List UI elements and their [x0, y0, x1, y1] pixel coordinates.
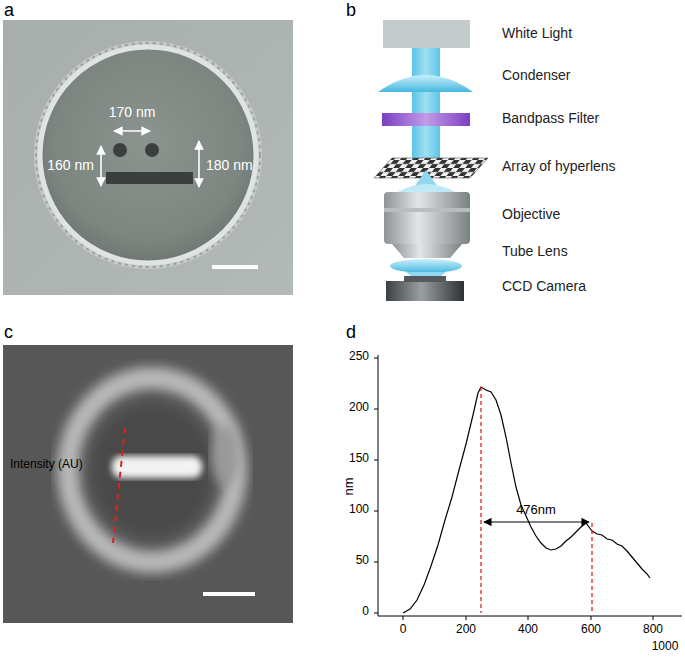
axis-tick: 100: [349, 503, 369, 517]
sem-image: [3, 20, 293, 295]
optical-setup: [374, 20, 488, 301]
distance-label: 476nm: [516, 503, 556, 518]
component-label: White Light: [502, 25, 572, 41]
axis-title: 1000: [652, 640, 679, 654]
component-label: Tube Lens: [502, 243, 568, 259]
label: Intensity (AU): [10, 458, 83, 472]
axis-tick: 400: [518, 623, 538, 637]
panel-letter: a: [4, 0, 14, 21]
dimension-label: 160 nm: [47, 157, 94, 173]
axis-tick: 0: [362, 605, 369, 619]
panel-letter: b: [346, 0, 356, 21]
axis-tick: 800: [643, 623, 663, 637]
axis-tick: 200: [456, 623, 476, 637]
profile-plot: [374, 355, 682, 620]
axis-tick: 0: [400, 623, 407, 637]
component-label: Bandpass Filter: [502, 110, 599, 126]
dimension-label: 180 nm: [206, 157, 253, 173]
axis-title: nm: [342, 477, 357, 495]
axis-tick: 150: [349, 452, 369, 466]
optical-image: [3, 345, 293, 623]
axis-tick: 600: [581, 623, 601, 637]
component-label: Array of hyperlens: [502, 158, 616, 174]
panel-letter: c: [4, 322, 13, 343]
component-label: Objective: [502, 206, 560, 222]
axis-tick: 200: [349, 401, 369, 415]
panel-letter: d: [346, 322, 356, 343]
dimension-label: 170 nm: [109, 104, 156, 120]
component-label: CCD Camera: [502, 278, 586, 294]
axis-tick: 250: [349, 350, 369, 364]
axis-tick: 50: [356, 554, 369, 568]
component-label: Condenser: [502, 67, 571, 83]
